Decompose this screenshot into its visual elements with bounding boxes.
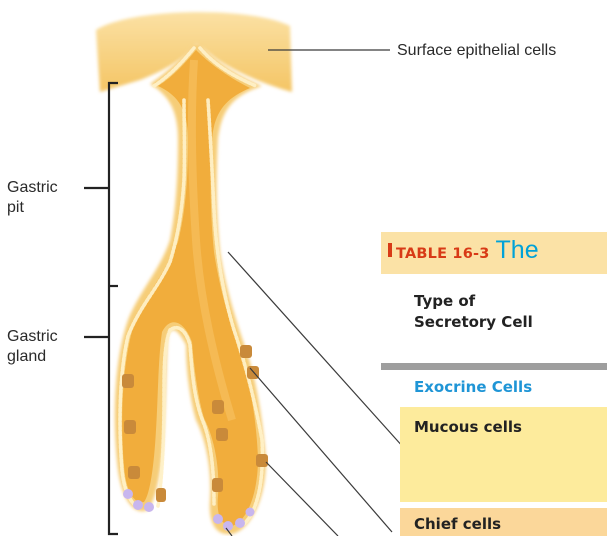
label-gastric-pit: Gastric pit <box>7 178 58 218</box>
row-label-chief-cells: Chief cells <box>414 515 501 533</box>
row-label-mucous-cells: Mucous cells <box>414 418 522 436</box>
label-surface-epithelial-cells: Surface epithelial cells <box>397 41 556 61</box>
group-header-exocrine-cells: Exocrine Cells <box>414 378 532 396</box>
table-title-text: The <box>496 236 539 264</box>
region-brackets <box>84 83 118 534</box>
gastric-gland-body <box>115 44 266 534</box>
table-marker-icon <box>388 243 392 257</box>
header-rule <box>381 363 607 370</box>
table-number: TABLE 16-3 <box>396 246 490 262</box>
table-title: TABLE 16-3 The <box>388 236 539 265</box>
column-header-type-of-secretory-cell: Type of Secretory Cell <box>414 291 533 333</box>
label-gastric-gland: Gastric gland <box>7 327 58 367</box>
